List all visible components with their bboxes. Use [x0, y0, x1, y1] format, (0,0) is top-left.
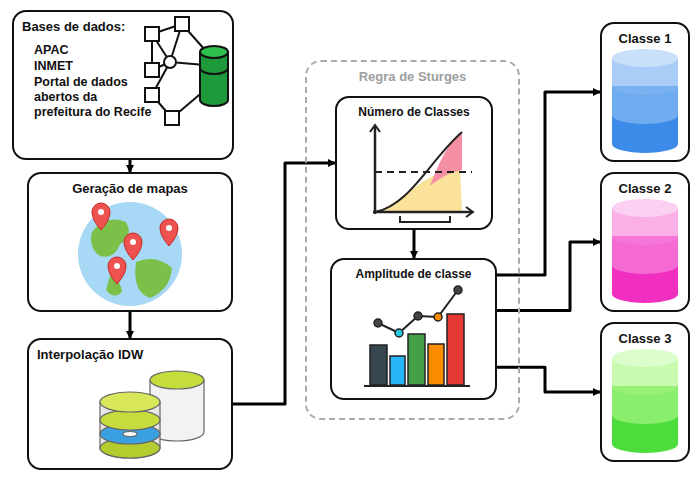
- class-box: Classe 2: [600, 172, 690, 312]
- flow-arrow: [129, 160, 132, 172]
- idw-interpolation-box: Interpolação IDW: [27, 338, 233, 470]
- class-box: Classe 1: [600, 22, 690, 162]
- map-generation-box: Geração de mapas: [27, 172, 233, 312]
- node-title: Interpolação IDW: [37, 347, 223, 363]
- flow-arrow: [497, 92, 600, 275]
- class3-cylinder: [612, 349, 678, 453]
- node-title: Classe 2: [610, 181, 680, 197]
- node-title: Bases de dados:: [22, 19, 224, 35]
- globe-icon: [78, 202, 182, 306]
- node-title: Classe 1: [610, 31, 680, 47]
- data-sources-box: Bases de dados: APACINMETPortal de dados …: [12, 10, 234, 160]
- node-title: Número de Classes: [345, 105, 483, 119]
- class2-cylinder: [612, 199, 678, 303]
- database-network-icon: [145, 17, 228, 125]
- class-box: Classe 3: [600, 322, 690, 462]
- flow-arrow: [497, 367, 600, 392]
- node-item: Portal de dados abertos da prefeitura do…: [22, 75, 152, 120]
- class1-cylinder: [612, 49, 678, 153]
- flow-arrow: [129, 312, 132, 338]
- sturges-rule-group: Regra de SturgesNúmero de ClassesAmplitu…: [305, 60, 520, 420]
- flow-arrow: [413, 230, 416, 258]
- distribution-chart-icon: [370, 125, 473, 222]
- node-title: Amplitude de classe: [340, 267, 487, 281]
- class-count-box: Número de Classes: [335, 96, 493, 230]
- idw-cylinders-icon: [100, 371, 204, 458]
- node-title: Geração de mapas: [37, 181, 223, 197]
- node-title: Classe 3: [610, 331, 680, 347]
- flow-arrow: [233, 163, 335, 404]
- node-item: INMET: [22, 59, 152, 74]
- flow-arrow: [497, 242, 600, 311]
- node-item: APAC: [22, 43, 152, 58]
- bar-chart-icon: [364, 286, 470, 386]
- node-title: Regra de Sturges: [315, 69, 510, 85]
- class-width-box: Amplitude de classe: [330, 258, 497, 400]
